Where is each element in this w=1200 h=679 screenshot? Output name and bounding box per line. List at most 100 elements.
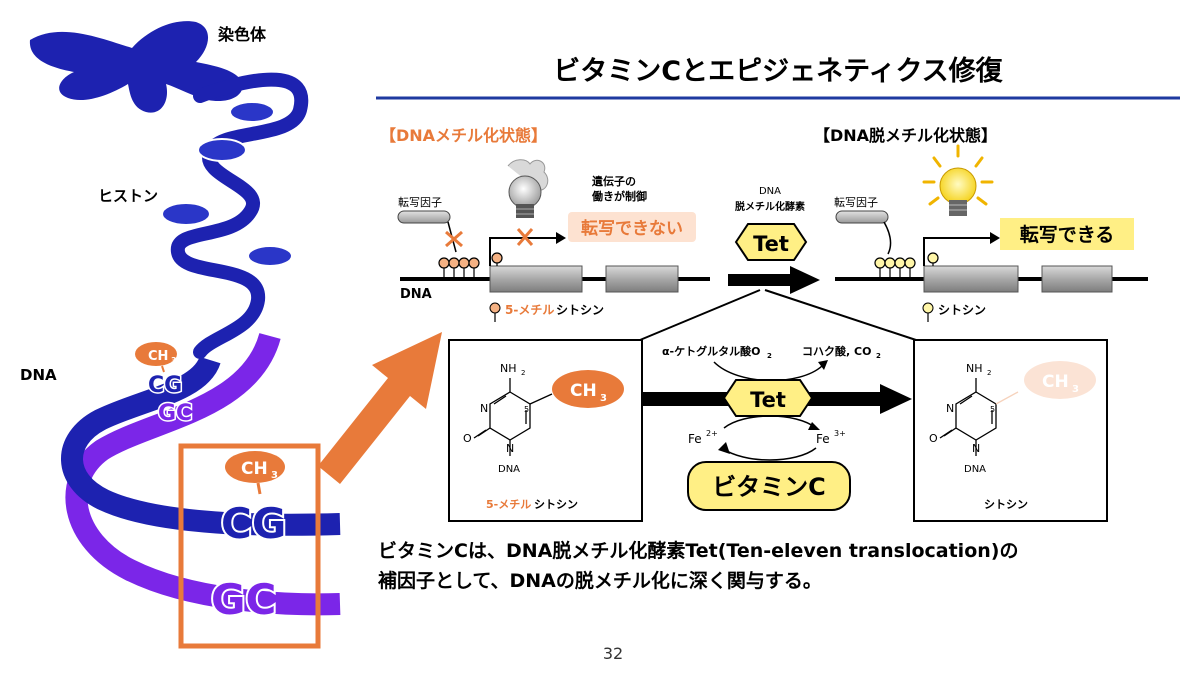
methyl-tf-label: 転写因子	[398, 196, 442, 209]
dna-strand-purple	[65, 332, 341, 616]
legend-methyl-dot	[489, 302, 501, 314]
can-text: 転写できる	[1020, 224, 1115, 246]
highlight-box	[178, 443, 321, 649]
cannot-text: 転写できない	[581, 218, 683, 239]
left-molecule-caption-suffix: シトシン	[534, 498, 578, 511]
can-badge	[1000, 218, 1134, 250]
legend-methyl-prefix: 5-メチル	[505, 303, 554, 317]
small-methyl-group: CH 3	[135, 342, 177, 373]
legend-cytosine-text: シトシン	[938, 303, 986, 317]
tet-label-top: Tet	[753, 232, 789, 256]
cytosine-structure	[939, 378, 1019, 456]
tet-badge-center	[722, 379, 814, 417]
svg-text:NH: NH	[500, 362, 517, 375]
page-title: ビタミンCとエピジェネティクス修復	[553, 55, 1003, 87]
zoom-guide-line	[764, 289, 917, 341]
svg-text:N: N	[972, 442, 980, 455]
binding-arrow	[883, 221, 892, 255]
iron-cycle-top	[723, 415, 817, 429]
cofactor-curve-top	[713, 361, 823, 382]
block-x-icon	[445, 230, 463, 248]
svg-text:O: O	[929, 432, 938, 445]
svg-text:N: N	[506, 442, 514, 455]
svg-text:2: 2	[767, 352, 772, 360]
cannot-badge	[568, 212, 696, 242]
histone-label: ヒストン	[98, 187, 158, 205]
chromosome-label: 染色体	[217, 25, 267, 44]
enzyme-label-1: DNA	[759, 186, 781, 197]
legend-cytosine-dot	[922, 302, 934, 314]
left-ch3-bubble	[552, 370, 624, 408]
fe3-label: Fe	[816, 432, 830, 446]
small-ch3-text: CH	[148, 349, 168, 364]
methyl-dna-label: DNA	[400, 287, 432, 302]
svg-text:CH: CH	[570, 381, 597, 401]
chromosome-illustration	[29, 21, 341, 616]
vitamin-c-badge	[687, 461, 851, 511]
legend-methyl-suffix: シトシン	[556, 303, 604, 317]
body-text-line-1: ビタミンCは、DNA脱メチル化酵素Tet(Ten-eleven transloc…	[378, 539, 1018, 562]
enzyme-label-2: 脱メチル化酵素	[735, 200, 805, 213]
bulb-on-icon	[922, 144, 994, 216]
svg-text:3: 3	[171, 356, 177, 365]
succinate-label: コハク酸, CO	[802, 344, 871, 358]
gene-box	[605, 265, 679, 293]
right-molecule-caption: シトシン	[984, 498, 1028, 511]
left-molecule-panel	[448, 339, 643, 522]
svg-text:DNA: DNA	[498, 464, 520, 475]
svg-text:O: O	[463, 432, 472, 445]
histone-disc	[161, 202, 211, 226]
svg-text:NH: NH	[966, 362, 983, 375]
gene-control-text-1: 遺伝子の	[591, 174, 636, 188]
page-number: 32	[603, 644, 623, 663]
svg-text:CH: CH	[1042, 372, 1069, 392]
chromosome-shape	[29, 21, 243, 113]
gene-box	[1041, 265, 1113, 293]
demethyl-state-title: 【DNA脱メチル化状態】	[814, 126, 997, 145]
akg-label: α-ケトグルタル酸O	[662, 344, 760, 358]
svg-text:3+: 3+	[834, 429, 846, 438]
transcription-arrow-blocked	[489, 237, 556, 266]
histone-disc	[229, 101, 275, 123]
svg-text:5: 5	[990, 405, 995, 414]
svg-text:N: N	[946, 402, 954, 415]
demethyl-tf	[835, 210, 889, 224]
histone-disc	[197, 138, 247, 162]
big-methyl-group: CH 3	[225, 451, 285, 495]
big-gc-label: GC	[211, 575, 276, 624]
demethyl-tf-label: 転写因子	[834, 196, 878, 209]
svg-text:3: 3	[600, 393, 607, 404]
transcription-arrow	[923, 237, 990, 266]
svg-text:N: N	[480, 402, 488, 415]
svg-text:3: 3	[1072, 384, 1079, 395]
gene-control-text-2: 働きが制御	[591, 189, 647, 203]
small-gc-label: GC	[158, 401, 192, 426]
histone-disc	[247, 245, 293, 267]
process-arrow-top	[728, 266, 820, 294]
svg-text:CH: CH	[241, 459, 268, 479]
svg-text:5: 5	[524, 405, 529, 414]
iron-cycle-bottom	[721, 447, 817, 461]
cytosine-marks	[874, 252, 939, 277]
block-x-icon	[516, 228, 534, 246]
gene-box	[923, 265, 1019, 293]
svg-text:DNA: DNA	[964, 464, 986, 475]
left-molecule-caption-prefix: 5-メチル	[486, 498, 531, 511]
methyl-cytosine-marks	[438, 252, 503, 277]
svg-text:2+: 2+	[706, 429, 718, 438]
tet-badge-top	[734, 223, 808, 261]
vitamin-c-text: ビタミンC	[712, 473, 826, 501]
methylcytosine-structure	[473, 378, 553, 456]
methyl-state-title: 【DNAメチル化状態】	[380, 126, 547, 145]
svg-text:2: 2	[987, 369, 991, 377]
right-ch3-bubble-faded	[1024, 361, 1096, 399]
dna-strand-blue	[61, 355, 341, 536]
dna-label-left: DNA	[20, 366, 57, 384]
tet-label-center: Tet	[750, 388, 786, 412]
zoom-arrow	[318, 332, 442, 484]
big-cg-label: CG	[221, 499, 286, 548]
zoom-guide-line	[639, 289, 761, 341]
chromatin-coil	[171, 72, 309, 359]
svg-text:2: 2	[876, 352, 881, 360]
